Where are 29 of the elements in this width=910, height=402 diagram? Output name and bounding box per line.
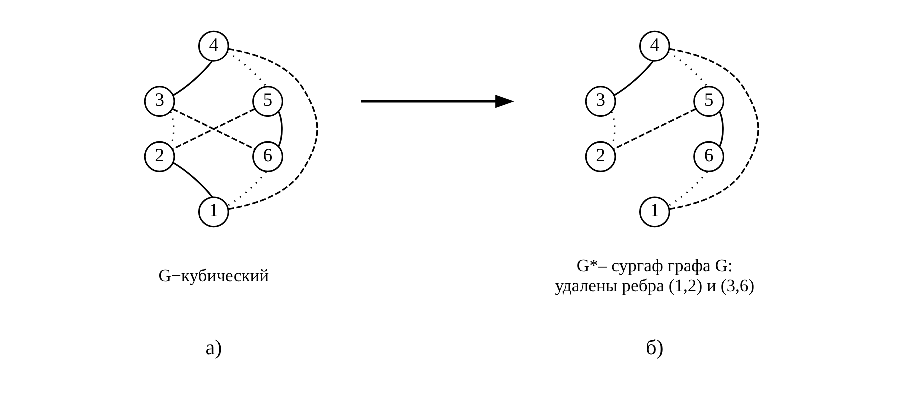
node-circle: 2 [144, 141, 176, 172]
connector [227, 52, 268, 88]
node-circle: 4 [198, 30, 230, 62]
node-circle: 4 [639, 30, 670, 62]
connector [669, 48, 760, 210]
node-circle: 3 [144, 86, 176, 118]
connector [172, 108, 256, 150]
label: G*– сургаф графа G: удалены ребра (1,2) и (3,6) [555, 256, 755, 296]
connector [172, 162, 214, 198]
label: б) [646, 335, 664, 360]
connector [227, 171, 268, 207]
node-circle: 6 [252, 141, 284, 172]
connector [228, 48, 318, 210]
connector [613, 108, 697, 150]
connector [172, 60, 213, 96]
label: G−кубический [158, 266, 270, 286]
node-circle: 1 [639, 196, 670, 228]
node-circle: 5 [252, 86, 284, 118]
connector [719, 112, 724, 147]
node-circle: 3 [585, 86, 616, 118]
node-circle: 2 [585, 141, 616, 172]
node-circle: 5 [694, 86, 724, 118]
label: а) [206, 335, 222, 360]
connector [668, 52, 708, 88]
connector [668, 171, 708, 207]
connector [278, 112, 283, 147]
connector [614, 60, 654, 96]
node-circle: 6 [694, 141, 724, 172]
node-circle: 1 [198, 196, 230, 228]
